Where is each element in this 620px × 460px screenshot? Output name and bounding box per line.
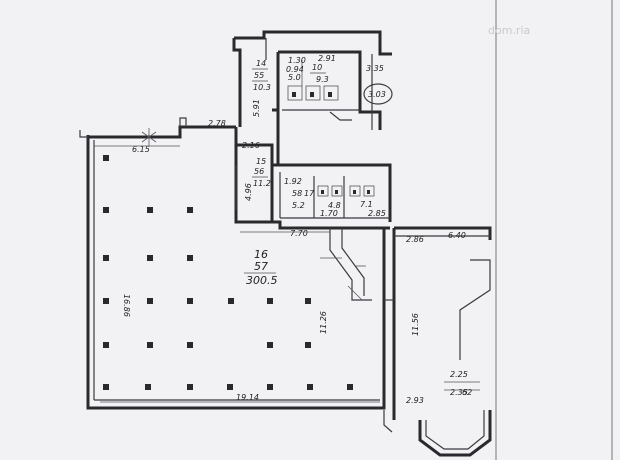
room-15-label: 15 56 11.2: [252, 157, 271, 188]
room-17-number: 17: [304, 189, 315, 198]
dim-11-56: 11.56: [411, 313, 420, 336]
sanitary-fixtures-17: [317, 185, 375, 197]
stamp-label: 3.03: [368, 90, 386, 99]
dim-2-78: 2.78: [208, 119, 226, 128]
dim-2-91: 2.91: [318, 54, 336, 63]
room-16-label: 16 57 300.5: [244, 248, 278, 287]
window-symbol: [141, 128, 157, 146]
room-15-area: 11.2: [253, 179, 271, 188]
upper-block-walls: [232, 38, 242, 127]
columns: [103, 155, 353, 390]
dim-62: 62: [462, 388, 472, 397]
room-15-number: 15: [256, 157, 266, 166]
sanitary-fixtures-10: [287, 60, 339, 101]
dim-19-14: 19.14: [236, 393, 259, 402]
right-room-stair: [459, 259, 491, 360]
dimension-lines: [94, 145, 480, 403]
room-17-label: 17 58 5.2: [292, 189, 315, 210]
watermark: dom.ria: [488, 24, 530, 37]
dim-2-35: 2.35: [450, 388, 468, 397]
room-16-area: 300.5: [246, 274, 278, 287]
dim-1-30: 1.30: [288, 56, 306, 65]
room-14-code: 55: [254, 71, 264, 80]
staircase: [320, 228, 372, 301]
room-10-walls: [278, 50, 382, 130]
room-14-area: 10.3: [253, 83, 271, 92]
dim-2-85: 2.85: [368, 209, 386, 218]
bay-window-inner: [425, 410, 485, 450]
room-10-label: 10 9.3: [310, 63, 329, 84]
dim-2-16: 2.16: [242, 141, 260, 150]
dim-6-15: 6.15: [132, 145, 150, 154]
room-10-area: 9.3: [316, 75, 329, 84]
dim-0-94: 0.94: [286, 65, 304, 74]
room-16-number: 16: [254, 248, 268, 261]
dim-1-70: 1.70: [320, 209, 338, 218]
dim-2-25: 2.25: [450, 370, 468, 379]
dim-5-91: 5.91: [252, 99, 261, 117]
room-17-area: 5.2: [292, 201, 305, 210]
dim-3-35: 3.35: [366, 64, 384, 73]
hall-wall-outline: [86, 135, 386, 410]
bay-window: [418, 410, 492, 457]
room-15-walls: [236, 143, 274, 222]
room-14-label: 14 55 10.3: [252, 59, 271, 92]
toilet-block-walls: [278, 163, 392, 222]
dim-2-86: 2.86: [406, 235, 424, 244]
hall-wall-top: [88, 125, 236, 139]
room-10-number: 10: [312, 63, 322, 72]
dim-2-93: 2.93: [406, 396, 424, 405]
room-14-number: 14: [256, 59, 266, 68]
dimension-labels: 1.30 0.94 5.0 2.91 3.35 2.78 5.91 6.15 2…: [122, 54, 472, 405]
dim-4-96: 4.96: [244, 183, 253, 201]
dim-6-40: 6.40: [448, 231, 466, 240]
dim-7-1: 7.1: [360, 200, 373, 209]
hall-top-detail-2: [179, 117, 187, 127]
dim-11-26: 11.26: [319, 311, 328, 334]
room-17-code: 58: [292, 189, 302, 198]
hall-top-detail: [79, 130, 88, 138]
upper-block-lower: [272, 108, 280, 167]
corridor-door: [383, 410, 393, 433]
dim-7-70: 7.70: [290, 229, 308, 238]
dim-5-0: 5.0: [288, 73, 301, 82]
dim-4-8: 4.8: [328, 201, 341, 210]
room-10-door: [329, 111, 352, 121]
dim-16-86: 16.86: [122, 294, 131, 317]
inventory-stamp: [363, 83, 393, 105]
room-16-code: 57: [254, 260, 268, 273]
dim-1-92: 1.92: [284, 177, 302, 186]
room-15-code: 56: [254, 167, 264, 176]
upper-block-top: [234, 30, 392, 56]
